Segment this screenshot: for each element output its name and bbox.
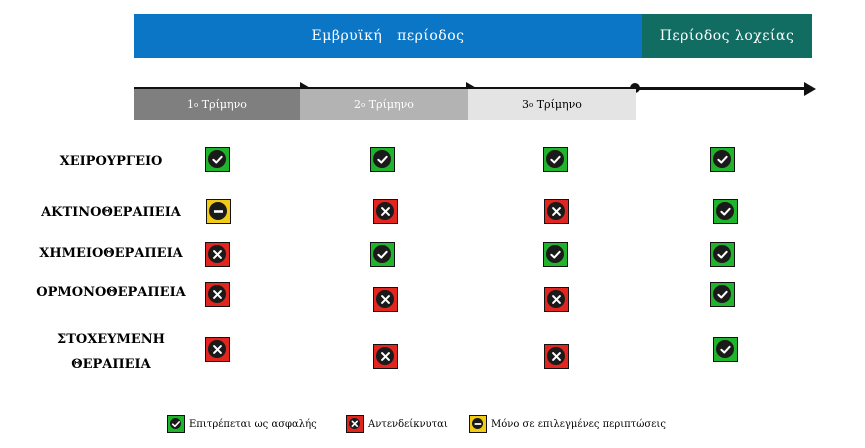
x-icon (373, 287, 398, 312)
x-icon (205, 242, 230, 267)
trimester-1-label: Τρίμηνο (201, 98, 247, 111)
legend-contraindicated: Αντενδείκνυται (346, 415, 448, 433)
postpartum-period-band: Περίοδος λοχείας (642, 14, 812, 58)
row-label-line: ΣΤΟΧΕΥΜΕΝΗ (57, 332, 165, 347)
check-icon (205, 147, 230, 172)
timeline-dot (630, 83, 640, 93)
legend-selected-label: Μόνο σε επιλεγμένες περιπτώσεις (491, 418, 666, 430)
trimester-3-ordinal: ο (529, 100, 534, 109)
x-icon (373, 199, 398, 224)
x-icon (205, 282, 230, 307)
row-label-line: ΧΗΜΕΙΟΘΕΡΑΠΕΙΑ (39, 246, 183, 261)
row-label-line: ΑΚΤΙΝΟΘΕΡΑΠΕΙΑ (41, 205, 181, 220)
trimester-3-number: 3 (522, 98, 530, 111)
row-label-hormone-therapy: ΟΡΜΟΝΟΘΕΡΑΠΕΙΑ (0, 283, 222, 303)
check-icon (543, 147, 568, 172)
x-icon (544, 199, 569, 224)
postpartum-period-label: Περίοδος λοχείας (659, 28, 795, 44)
check-icon (713, 337, 738, 362)
check-icon (713, 199, 738, 224)
check-icon (543, 242, 568, 267)
row-label-targeted-therapy: ΣΤΟΧΕΥΜΕΝΗ ΘΕΡΑΠΕΙΑ (0, 330, 222, 375)
x-icon (544, 287, 569, 312)
x-icon (544, 344, 569, 369)
check-icon (370, 242, 395, 267)
legend-selected: Μόνο σε επιλεγμένες περιπτώσεις (469, 415, 666, 433)
minus-icon (469, 415, 487, 433)
check-icon (167, 415, 185, 433)
row-label-line: ΘΕΡΑΠΕΙΑ (71, 357, 151, 372)
trimester-2-label: Τρίμηνο (368, 98, 414, 111)
check-icon (710, 147, 735, 172)
check-icon (710, 242, 735, 267)
row-label-surgery: ΧΕΙΡΟΥΡΓΕΙΟ (0, 152, 222, 172)
minus-icon (206, 199, 231, 224)
x-icon (346, 415, 364, 433)
legend-allowed: Επιτρέπεται ως ασφαλής (167, 415, 317, 433)
check-icon (710, 282, 735, 307)
x-icon (373, 344, 398, 369)
x-icon (205, 337, 230, 362)
timeline-arrow-end (804, 82, 816, 96)
row-label-radiotherapy: ΑΚΤΙΝΟΘΕΡΑΠΕΙΑ (0, 203, 222, 223)
pregnancy-period-label: Εμβρυϊκή περίοδος (311, 28, 465, 44)
legend-contraindicated-label: Αντενδείκνυται (368, 418, 448, 430)
trimester-1-ordinal: ο (194, 100, 199, 109)
trimester-3-label: Τρίμηνο (536, 98, 582, 111)
row-label-chemotherapy: ΧΗΜΕΙΟΘΕΡΑΠΕΙΑ (0, 244, 222, 264)
row-label-line: ΟΡΜΟΝΟΘΕΡΑΠΕΙΑ (36, 285, 186, 300)
check-icon (370, 147, 395, 172)
trimester-1-number: 1 (187, 98, 195, 111)
trimester-2-ordinal: ο (361, 100, 366, 109)
legend-allowed-label: Επιτρέπεται ως ασφαλής (189, 418, 317, 430)
row-label-line: ΧΕΙΡΟΥΡΓΕΙΟ (59, 154, 163, 169)
pregnancy-period-band: Εμβρυϊκή περίοδος (134, 14, 642, 58)
trimester-2-number: 2 (354, 98, 362, 111)
